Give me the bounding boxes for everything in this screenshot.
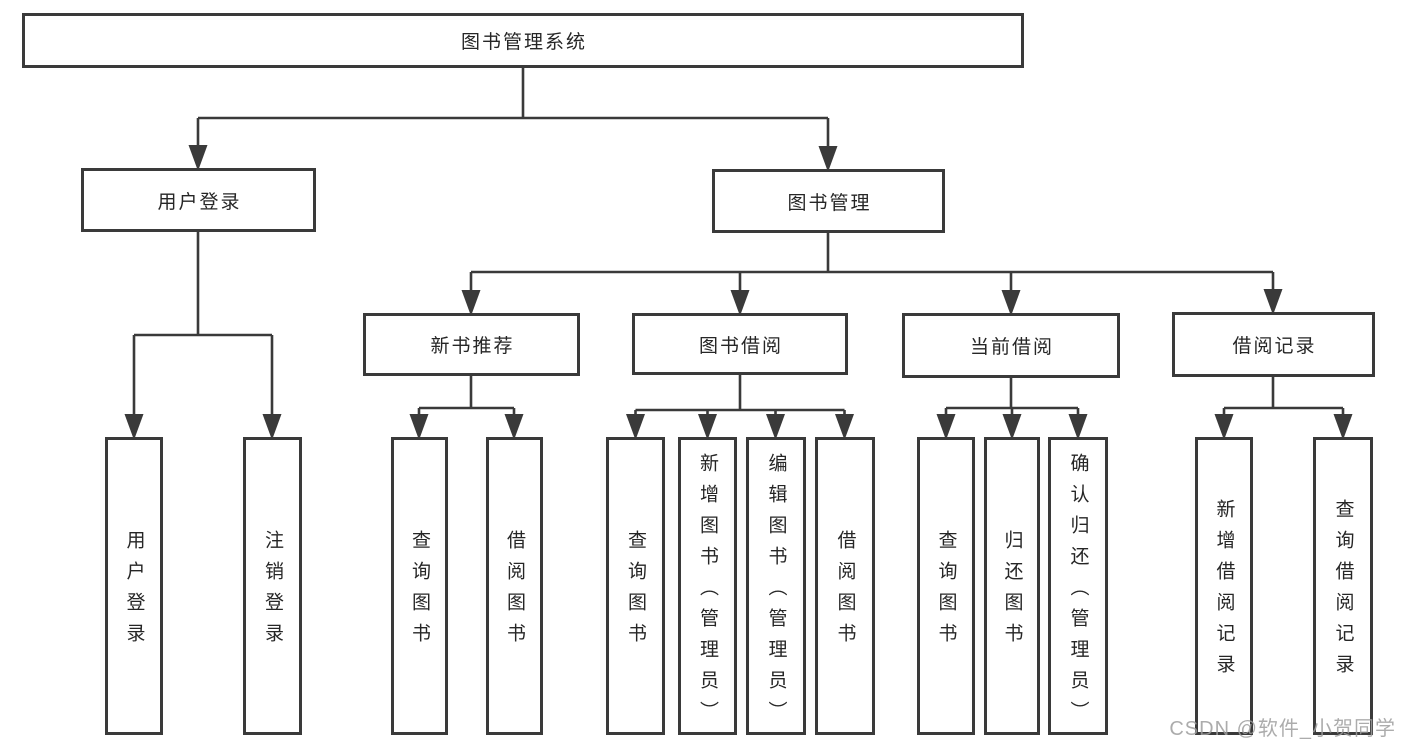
leaf-borrow-edit-books-admin-label: 编辑图书（管理员） (765, 452, 787, 732)
node-user-login-label: 用户登录 (157, 191, 242, 213)
node-library-system: 图书管理系统 (22, 13, 1024, 68)
leaf-user-login-label: 用户登录 (123, 530, 145, 654)
node-book-management-label: 图书管理 (787, 192, 872, 214)
leaf-newbook-query-books: 查询图书 (391, 437, 448, 735)
leaf-current-return-books: 归还图书 (984, 437, 1040, 735)
connector-current-borrowing (936, 378, 1088, 440)
node-book-borrowing-label: 图书借阅 (698, 335, 783, 357)
leaf-current-query-books: 查询图书 (917, 437, 975, 735)
node-borrowing-records: 借阅记录 (1172, 312, 1375, 377)
node-book-management: 图书管理 (712, 169, 945, 233)
leaf-current-confirm-return-admin: 确认归还（管理员） (1048, 437, 1108, 735)
node-book-borrowing: 图书借阅 (632, 313, 848, 375)
leaf-logout: 注销登录 (243, 437, 302, 735)
leaf-records-add-record-label: 新增借阅记录 (1213, 499, 1235, 685)
connector-book-borrowing (626, 375, 854, 440)
leaf-records-query-record-label: 查询借阅记录 (1332, 499, 1354, 685)
connector-new-book (409, 376, 524, 440)
node-user-login: 用户登录 (81, 168, 316, 232)
leaf-newbook-borrow-books-label: 借阅图书 (504, 530, 525, 654)
csdn-watermark: CSDN @软件_小贺同学 (1169, 718, 1396, 740)
connector-book-management (461, 233, 1283, 316)
connector-root (188, 68, 838, 172)
leaf-borrow-add-books-admin: 新增图书（管理员） (678, 437, 737, 735)
leaf-current-return-books-label: 归还图书 (1001, 530, 1023, 654)
leaf-records-add-record: 新增借阅记录 (1195, 437, 1253, 735)
leaf-borrow-query-books: 查询图书 (606, 437, 665, 735)
leaf-user-login: 用户登录 (105, 437, 163, 735)
leaf-newbook-borrow-books: 借阅图书 (486, 437, 543, 735)
node-new-book-recommend: 新书推荐 (363, 313, 580, 376)
leaf-borrow-borrow-books-label: 借阅图书 (834, 530, 856, 654)
leaf-records-query-record: 查询借阅记录 (1313, 437, 1373, 735)
leaf-borrow-borrow-books: 借阅图书 (815, 437, 875, 735)
leaf-logout-label: 注销登录 (262, 530, 283, 654)
leaf-borrow-edit-books-admin: 编辑图书（管理员） (746, 437, 806, 735)
leaf-borrow-add-books-admin-label: 新增图书（管理员） (697, 452, 718, 732)
node-current-borrowing-label: 当前借阅 (969, 337, 1054, 358)
leaf-borrow-query-books-label: 查询图书 (625, 530, 646, 654)
node-new-book-recommend-label: 新书推荐 (430, 336, 515, 357)
leaf-current-query-books-label: 查询图书 (935, 530, 957, 654)
leaf-current-confirm-return-admin-label: 确认归还（管理员） (1067, 452, 1089, 732)
connector-borrowing-records (1214, 377, 1353, 440)
leaf-newbook-query-books-label: 查询图书 (409, 530, 430, 654)
connector-user-login (124, 232, 282, 440)
node-borrowing-records-label: 借阅记录 (1232, 336, 1317, 357)
node-library-system-label: 图书管理系统 (460, 32, 587, 53)
node-current-borrowing: 当前借阅 (902, 313, 1120, 378)
